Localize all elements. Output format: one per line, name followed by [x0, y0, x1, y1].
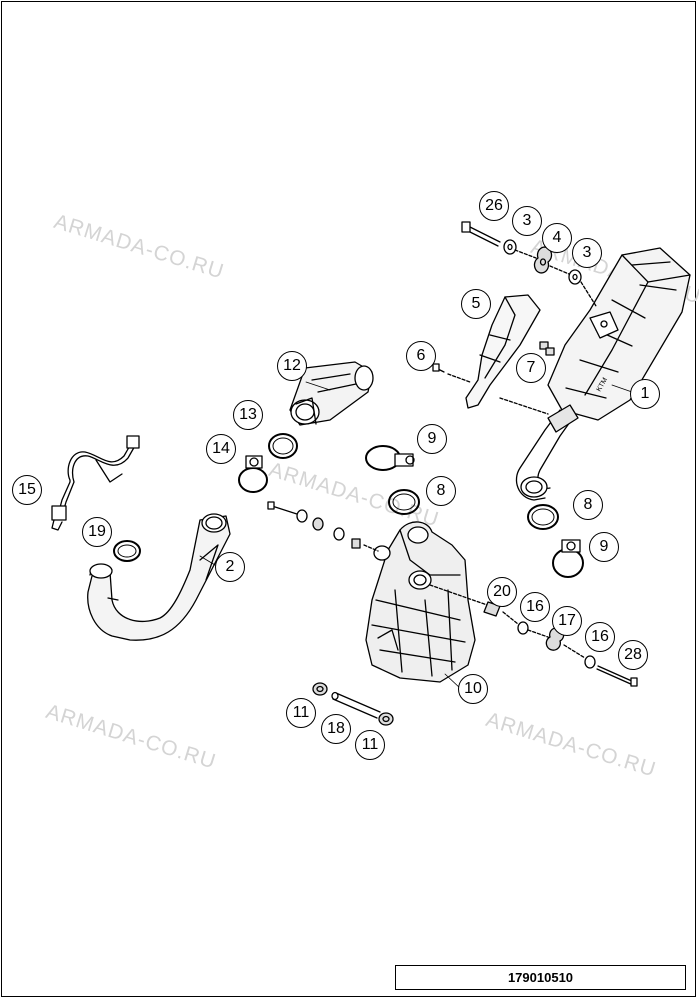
- header-pipe-part: [87, 513, 231, 641]
- connector-pipe-part: [289, 361, 374, 426]
- callout-5[interactable]: 5: [461, 289, 491, 319]
- spacer-set: [312, 682, 394, 726]
- callout-4[interactable]: 4: [542, 223, 572, 253]
- callout-1[interactable]: 1: [630, 379, 660, 409]
- callout-8a[interactable]: 8: [426, 476, 456, 506]
- callout-16a[interactable]: 16: [520, 592, 550, 622]
- collector-bolt-left: [267, 501, 379, 552]
- callout-26[interactable]: 26: [479, 191, 509, 221]
- callout-3a[interactable]: 3: [512, 206, 542, 236]
- callout-16b[interactable]: 16: [585, 622, 615, 652]
- callout-14[interactable]: 14: [206, 434, 236, 464]
- callout-18[interactable]: 18: [321, 714, 351, 744]
- callout-9a[interactable]: 9: [417, 424, 447, 454]
- callout-6[interactable]: 6: [406, 341, 436, 371]
- mounting-bolt-set: [461, 221, 597, 307]
- callout-11b[interactable]: 11: [355, 730, 385, 760]
- callout-3b[interactable]: 3: [572, 238, 602, 268]
- callout-13[interactable]: 13: [233, 400, 263, 430]
- heat-shield-screw: [432, 341, 555, 415]
- oxygen-sensor-part: [51, 435, 140, 531]
- diagram-code-label: 179010510: [395, 965, 686, 990]
- callout-20[interactable]: 20: [487, 577, 517, 607]
- callout-15[interactable]: 15: [12, 475, 42, 505]
- callout-28[interactable]: 28: [618, 640, 648, 670]
- clamp-9-lower: [552, 539, 584, 578]
- gasket-8-lower: [527, 504, 559, 530]
- gasket-19: [113, 540, 141, 562]
- callout-17[interactable]: 17: [552, 606, 582, 636]
- callout-8b[interactable]: 8: [573, 490, 603, 520]
- callout-7[interactable]: 7: [516, 353, 546, 383]
- gasket-8-upper: [388, 489, 420, 515]
- heat-shield-part: [465, 294, 541, 409]
- silencer-part: KTM: [515, 247, 691, 501]
- gasket-13: [268, 433, 298, 459]
- clamp-14: [238, 455, 268, 493]
- callout-10[interactable]: 10: [458, 674, 488, 704]
- callout-2[interactable]: 2: [215, 552, 245, 582]
- callout-9b[interactable]: 9: [589, 532, 619, 562]
- callout-11a[interactable]: 11: [286, 698, 316, 728]
- callout-12[interactable]: 12: [277, 351, 307, 381]
- clamp-9-upper: [365, 445, 415, 471]
- callout-19[interactable]: 19: [82, 517, 112, 547]
- collector-bolt-right: [429, 584, 638, 687]
- exhaust-collector-part: [365, 521, 476, 683]
